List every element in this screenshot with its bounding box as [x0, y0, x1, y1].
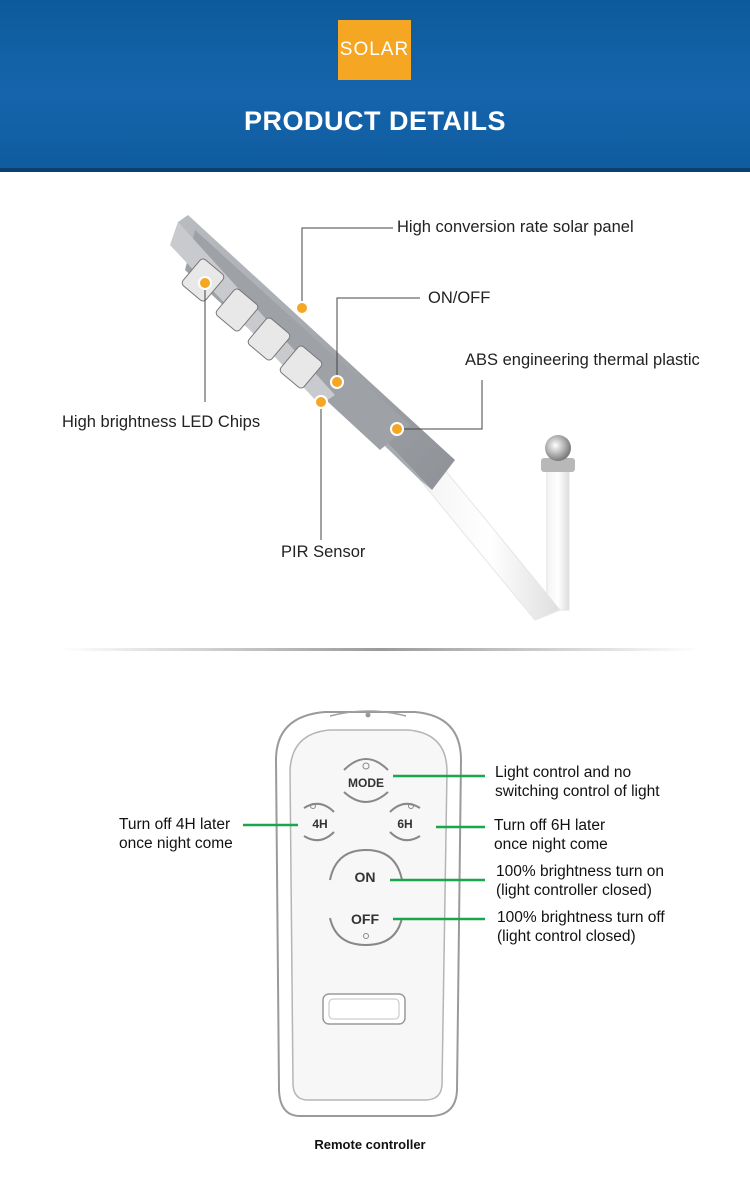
led-chip-modules	[181, 258, 323, 389]
callout-mode: Light control and no switching control o…	[495, 763, 660, 801]
callout-mode-line2: switching control of light	[495, 783, 660, 800]
callout-pir-sensor: PIR Sensor	[281, 543, 366, 561]
callout-led-chips: High brightness LED Chips	[62, 413, 261, 431]
marker-solar-panel	[295, 301, 309, 315]
remote-caption: Remote controller	[314, 1137, 426, 1152]
callout-on-line1: 100% brightness turn on	[496, 863, 665, 880]
6h-button[interactable]: 6H	[397, 817, 413, 831]
callout-off-line1: 100% brightness turn off	[497, 909, 665, 926]
section-divider	[60, 648, 700, 651]
header-divider	[0, 168, 750, 172]
callout-6h-line2: once night come	[494, 836, 608, 853]
lamp-callout-markers	[198, 276, 404, 436]
callout-off: 100% brightness turn off (light control …	[497, 908, 665, 946]
marker-on-off	[330, 375, 344, 389]
marker-led-chips	[198, 276, 212, 290]
callout-abs-plastic: ABS engineering thermal plastic	[465, 351, 700, 369]
callout-on-line2: (light controller closed)	[496, 882, 652, 899]
callout-6h: Turn off 6H later once night come	[494, 816, 608, 854]
callout-off-line2: (light control closed)	[497, 928, 636, 945]
remote-button-rings	[303, 758, 421, 947]
callout-on-off: ON/OFF	[428, 289, 491, 307]
off-button[interactable]: OFF	[351, 911, 379, 927]
4h-button[interactable]: 4H	[312, 817, 328, 831]
on-button[interactable]: ON	[354, 869, 376, 885]
lamp-pole	[419, 435, 575, 621]
page-title: PRODUCT DETAILS	[244, 106, 506, 136]
callout-solar-panel: High conversion rate solar panel	[397, 218, 634, 236]
lamp-leader-lines	[204, 227, 483, 540]
street-lamp-illustration	[170, 215, 575, 621]
callout-4h-line2: once night come	[119, 835, 233, 852]
callout-4h-line1: Turn off 4H later	[119, 816, 231, 833]
remote-body	[274, 710, 463, 1117]
solar-badge: SOLAR	[338, 20, 411, 80]
marker-abs	[390, 422, 404, 436]
marker-pir	[314, 395, 328, 409]
remote-leader-lines	[243, 774, 485, 921]
callout-6h-line1: Turn off 6H later	[494, 817, 606, 834]
callout-mode-line1: Light control and no	[495, 764, 632, 781]
callout-on: 100% brightness turn on (light controlle…	[496, 862, 664, 900]
callout-4h: Turn off 4H later once night come	[119, 815, 233, 853]
mode-button[interactable]: MODE	[348, 776, 384, 790]
